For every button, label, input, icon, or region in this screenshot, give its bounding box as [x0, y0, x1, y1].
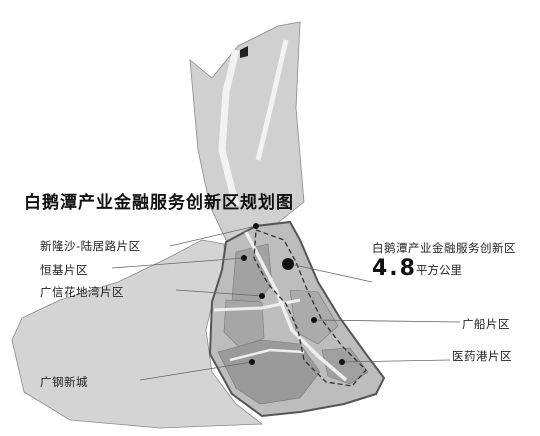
leader-hengji [111, 257, 245, 269]
road-south [229, 348, 305, 362]
leader-guangchuan [313, 319, 461, 323]
leader-guangxin [175, 289, 263, 297]
dot-guangchuan [311, 317, 317, 323]
dot-xinlongsha [253, 223, 259, 229]
dot-yiyao [339, 359, 345, 365]
dot-hengji [241, 255, 247, 261]
dot-guangxin [259, 293, 265, 299]
road-cross [213, 298, 301, 312]
label-guangxin: 广信花地湾片区 [40, 285, 124, 299]
label-xinlongsha: 新隆沙-陆居路片区 [40, 239, 141, 253]
leader-yiyao [341, 359, 451, 363]
label-guanggang: 广钢新城 [40, 375, 88, 389]
label-guangchuan: 广船片区 [462, 317, 510, 331]
zone-dashed-boundary [253, 229, 367, 387]
dot-guanggang [249, 359, 255, 365]
north-river-branch [255, 39, 289, 161]
road-main [244, 231, 348, 382]
leader-guanggang [139, 361, 253, 381]
north-river [218, 49, 240, 207]
map-title: 白鹅潭产业金融服务创新区规划图 [24, 193, 294, 213]
zone-name-label: 白鹅潭产业金融服务创新区 [372, 241, 516, 255]
leader-xinlongsha [169, 225, 257, 247]
zone-area-unit: 平方公里 [416, 263, 462, 277]
label-hengji: 恒基片区 [40, 263, 88, 277]
dot-core [282, 258, 294, 270]
zone-area-value: 4.8 [372, 256, 417, 281]
leader-core [289, 263, 373, 283]
label-yiyao: 医药港片区 [452, 349, 512, 363]
north-marker [240, 46, 248, 58]
